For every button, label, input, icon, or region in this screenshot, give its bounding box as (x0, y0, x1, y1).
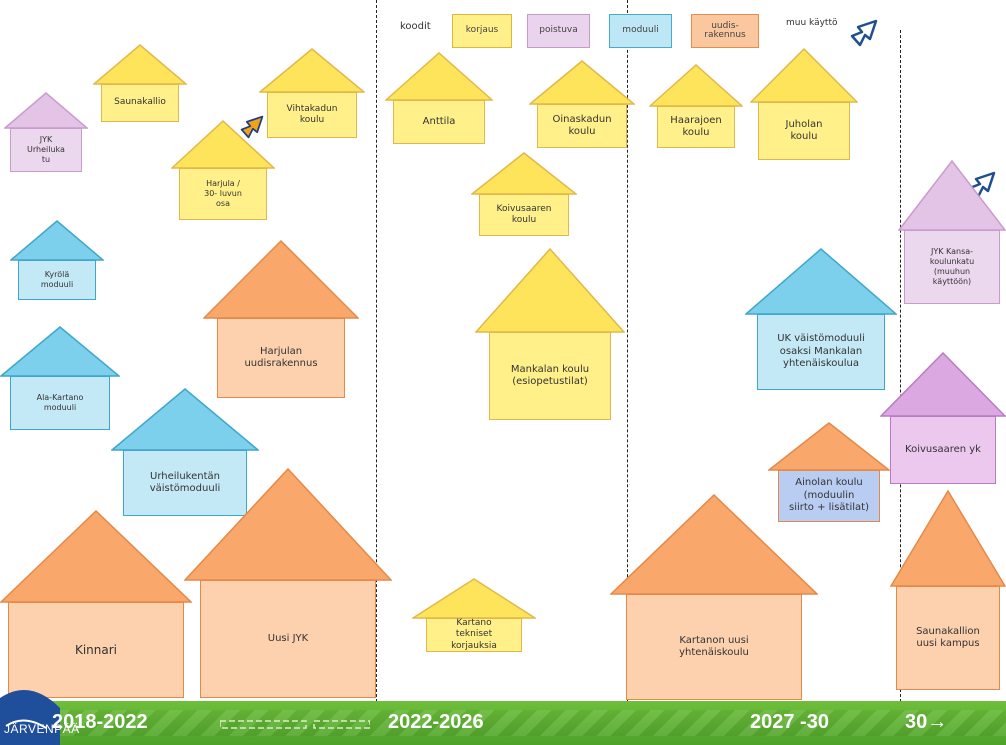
arrow-filled-icon (240, 115, 264, 139)
building-roof (4, 92, 88, 129)
building-roof (768, 422, 890, 471)
building-2: Vihtakadun koulu (259, 48, 365, 138)
building-label: Ainolan koulu (moduulin siirto + lisätil… (778, 470, 880, 522)
legend-korjaus: korjaus (452, 14, 512, 48)
building-label: Koivusaaren koulu (479, 194, 569, 236)
building-roof (259, 48, 365, 93)
legend-moduuli: moduuli (609, 14, 672, 48)
building-roof (529, 60, 635, 105)
building-label: Kartanon uusi yhtenäiskoulu (626, 594, 802, 700)
period-label-30-plus: 30→ (905, 711, 948, 733)
building-label: Mankalan koulu (esiopetustilat) (489, 332, 611, 420)
building-label: JYK Urheiluka tu (10, 128, 82, 172)
building-18: UK väistömoduuli osaksi Mankalan yhtenäi… (745, 248, 897, 390)
building-11: Anttila (385, 52, 493, 144)
building-roof (93, 44, 187, 85)
building-label: Saunakallio (101, 84, 179, 122)
building-9: Kinnari (0, 510, 192, 698)
building-label: Juholan koulu (758, 102, 850, 160)
building-label: Uusi JYK (200, 580, 376, 698)
building-roof (184, 468, 392, 581)
building-12: Oinaskadun koulu (529, 60, 635, 148)
building-6: Harjulan uudisrakennus (203, 240, 359, 398)
legend-title: koodit (400, 21, 431, 32)
period-label-2018-2022: 2018-2022 (52, 711, 148, 733)
city-logo-icon (0, 690, 60, 745)
building-roof (203, 240, 359, 319)
building-roof (171, 120, 275, 169)
building-3: JYK Urheiluka tu (4, 92, 88, 172)
building-5: Kyrölä moduuli (10, 220, 104, 300)
building-roof (745, 248, 897, 315)
building-roof (412, 578, 536, 619)
period-label-2022-2026: 2022-2026 (388, 711, 484, 733)
building-label: Koivusaaren yk (890, 416, 996, 484)
legend-poistuva: poistuva (527, 14, 590, 48)
building-roof (890, 490, 1006, 587)
period-separator-1 (376, 0, 377, 702)
building-21: JYK Kansa- koulunkatu (muuhun käyttöön) (898, 160, 1006, 304)
building-label: Saunakallion uusi kampus (896, 586, 1000, 690)
building-roof (471, 152, 577, 195)
legend-uudisrakennus: uudis- rakennus (691, 14, 759, 48)
building-19: Ainolan koulu (moduulin siirto + lisätil… (768, 422, 890, 522)
building-label: Haarajoen koulu (657, 106, 735, 148)
building-label: Urheilukentän väistömoduuli (123, 450, 247, 516)
building-8: Urheilukentän väistömoduuli (111, 388, 259, 516)
building-roof (610, 494, 818, 595)
building-roof (0, 510, 192, 603)
building-roof (0, 326, 120, 377)
building-roof (385, 52, 493, 101)
building-roof (750, 48, 858, 103)
legend-other-use: muu käyttö (786, 18, 838, 28)
building-7: Ala-Kartano moduuli (0, 326, 120, 430)
building-label: Kinnari (8, 602, 184, 698)
building-label: Ala-Kartano moduuli (10, 376, 110, 430)
building-13: Koivusaaren koulu (471, 152, 577, 236)
building-22: Koivusaaren yk (880, 352, 1006, 484)
building-16: Haarajoen koulu (649, 64, 743, 148)
building-label: Anttila (393, 100, 485, 144)
building-20: Kartanon uusi yhtenäiskoulu (610, 494, 818, 700)
timeline-dashes (220, 720, 370, 729)
building-label: Harjulan uudisrakennus (217, 318, 345, 398)
period-label-2027-30: 2027 -30 (750, 711, 829, 733)
building-10: Uusi JYK (184, 468, 392, 698)
building-label: JYK Kansa- koulunkatu (muuhun käyttöön) (904, 230, 1000, 304)
building-roof (898, 160, 1006, 231)
building-label: Vihtakadun koulu (267, 92, 357, 138)
building-roof (475, 248, 625, 333)
period-separator-2 (627, 0, 628, 702)
city-logo-text: JÄRVENPÄÄ (4, 722, 80, 736)
period-separator-3 (900, 30, 901, 702)
arrow-outline-icon (850, 19, 878, 47)
building-label: Kyrölä moduuli (18, 260, 96, 300)
building-17: Juholan koulu (750, 48, 858, 160)
building-14: Mankalan koulu (esiopetustilat) (475, 248, 625, 420)
building-1: Saunakallio (93, 44, 187, 122)
building-15: Kartano tekniset korjauksia (412, 578, 536, 652)
building-label: UK väistömoduuli osaksi Mankalan yhtenäi… (757, 314, 885, 390)
building-label: Kartano tekniset korjauksia (426, 618, 522, 652)
building-roof (10, 220, 104, 261)
building-4: Harjula / 30- luvun osa (171, 120, 275, 220)
building-roof (111, 388, 259, 451)
timeline-bar (0, 701, 1006, 745)
building-label: Oinaskadun koulu (537, 104, 627, 148)
building-label: Harjula / 30- luvun osa (179, 168, 267, 220)
building-23: Saunakallion uusi kampus (890, 490, 1006, 690)
building-roof (880, 352, 1006, 417)
building-roof (649, 64, 743, 107)
